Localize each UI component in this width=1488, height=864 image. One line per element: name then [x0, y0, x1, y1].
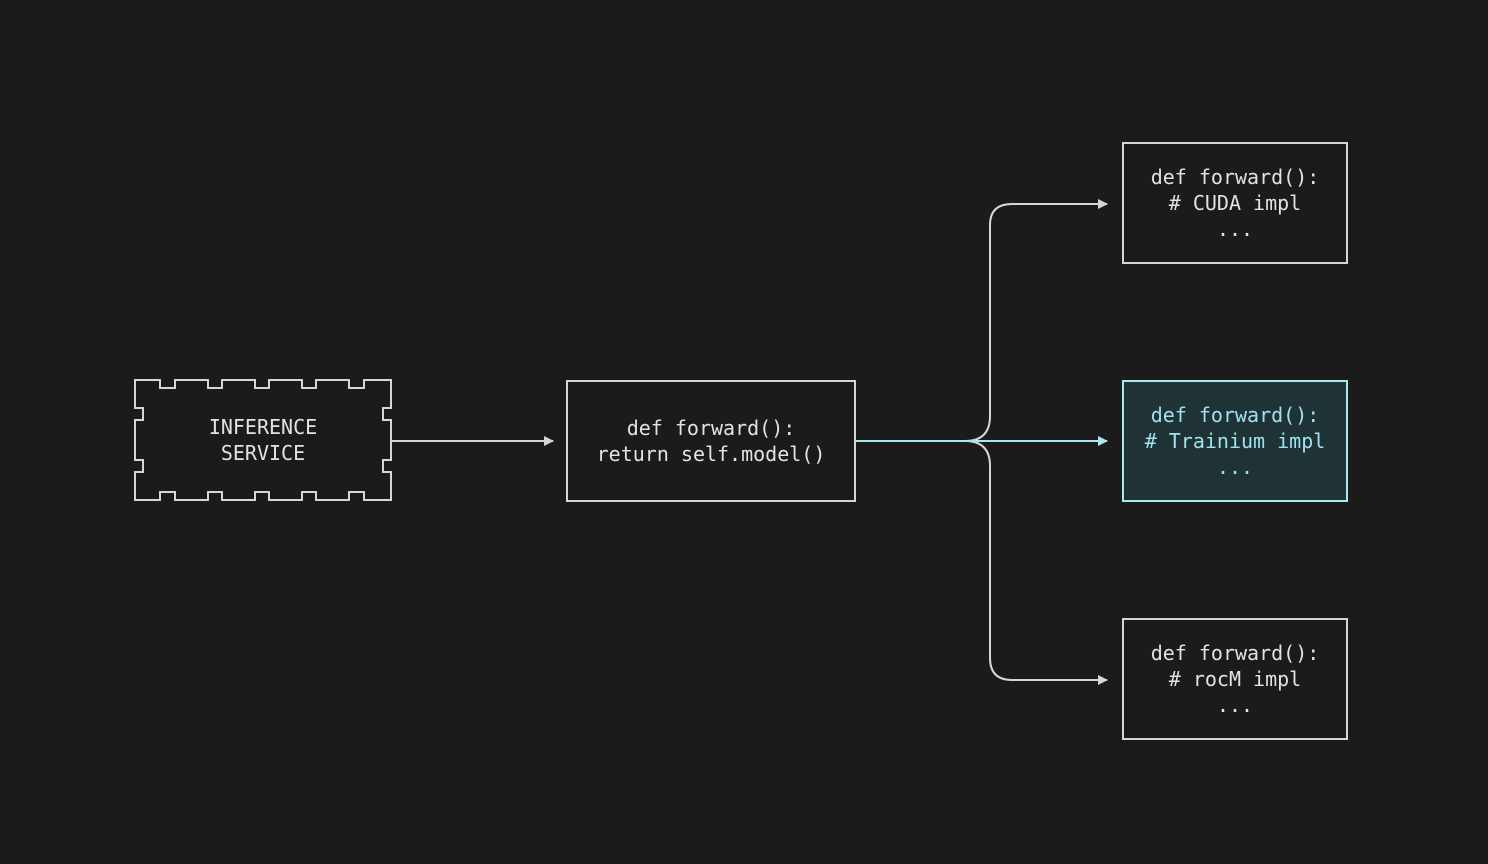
rocm-code-line-3: ...: [1216, 693, 1254, 717]
cuda-code: def forward(): # CUDA impl ...: [1123, 143, 1347, 263]
dispatch-code-line-1: def forward():: [626, 416, 796, 440]
rocm-code: def forward(): # rocM impl ...: [1123, 619, 1347, 739]
rocm-box: [1122, 618, 1348, 740]
rocm-code-line-2: # rocM impl: [1168, 667, 1302, 691]
trainium-box: [1122, 380, 1348, 502]
cuda-box: [1122, 142, 1348, 264]
branch-to-rocm-arrow: [855, 440, 1108, 685]
inference-service-label: INFERENCE SERVICE: [135, 380, 391, 500]
rocm-code-line-1: def forward():: [1150, 641, 1320, 665]
branch-to-cuda-arrow: [855, 199, 1108, 442]
dispatch-code: def forward(): return self.model(): [567, 381, 855, 501]
inference-service-shape: [134, 379, 392, 501]
cuda-code-line-3: ...: [1216, 217, 1254, 241]
cuda-code-line-2: # CUDA impl: [1168, 191, 1302, 215]
trainium-code: def forward(): # Trainium impl ...: [1123, 381, 1347, 501]
trainium-code-line-3: ...: [1216, 455, 1254, 479]
dispatch-code-line-2: return self.model(): [596, 442, 826, 466]
cuda-code-line-1: def forward():: [1150, 165, 1320, 189]
trainium-code-line-1: def forward():: [1150, 403, 1320, 427]
inference-service-line-1: INFERENCE: [208, 415, 318, 439]
inference-service-line-2: SERVICE: [220, 441, 306, 465]
trainium-code-line-2: # Trainium impl: [1144, 429, 1326, 453]
